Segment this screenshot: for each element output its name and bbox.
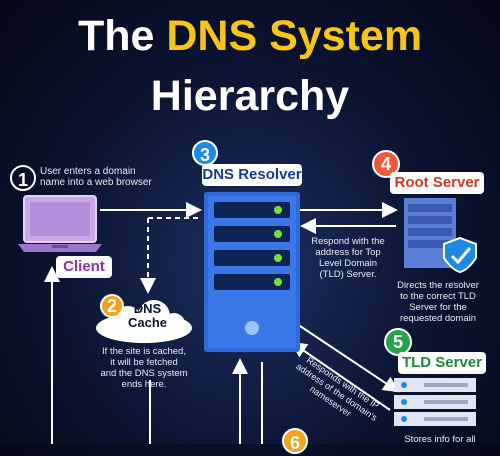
step-2-line-1: If the site is cached, — [102, 346, 186, 357]
diagram-title-line2: Hierarchy — [150, 72, 350, 120]
step-2-line-2: it will be fetched — [110, 357, 178, 368]
tld-server-label: TLD Server — [398, 352, 486, 374]
title-highlight: DNS System — [166, 12, 423, 60]
connector-layer — [44, 202, 400, 411]
dns-resolver-label: DNS Resolver — [202, 164, 302, 186]
step-2-line-3: and the DNS system — [100, 368, 188, 379]
step-2-badge: 2 — [100, 294, 124, 318]
root-server-icon — [404, 198, 477, 274]
step-4-badge: 4 — [372, 150, 400, 178]
step-4-number: 4 — [380, 154, 391, 174]
root-response-text: Respond with the address for Top Level D… — [300, 236, 396, 280]
step-3-badge: 3 — [192, 140, 218, 166]
cloud-shape — [96, 300, 192, 343]
laptop-icon — [18, 195, 102, 252]
title-plain: The — [77, 12, 155, 60]
step-4-line-4: requested domain — [399, 313, 477, 324]
step-2-description: If the site is cached, it will be fetche… — [82, 346, 206, 390]
dns-cache-label-line1: DNS — [133, 301, 162, 316]
step-4-line-3: Server for the — [409, 302, 467, 313]
root-response-line-3: Level Domain — [318, 258, 378, 269]
step-5-number: 5 — [392, 332, 403, 352]
step-1-text-line1: User enters a domain — [40, 166, 136, 177]
tld-server-icon — [394, 378, 476, 426]
client-label: Client — [56, 256, 112, 278]
arrow-resolver-to-tld — [293, 321, 400, 393]
root-response-line-4: (TLD) Server. — [319, 269, 377, 280]
step-1-text-line2: name into a web browser — [40, 177, 152, 188]
step-1-badge: 1 — [10, 165, 36, 191]
step-5-description: Stores info for all — [390, 434, 490, 445]
step-6-number: 6 — [289, 433, 300, 453]
step-4-line-2: to the correct TLD — [400, 291, 476, 302]
dns-cache-label-line2: Cache — [128, 315, 168, 330]
step-1-number: 1 — [17, 170, 28, 190]
step-2-line-4: ends here. — [121, 379, 167, 390]
step-3-number: 3 — [199, 145, 210, 165]
resolver-server-icon — [204, 192, 300, 352]
diagram-title-line1: The DNS System — [0, 10, 500, 62]
root-response-line-2: address for Top — [315, 247, 381, 258]
step-2-number: 2 — [106, 296, 117, 316]
arrow-tld-to-resolver — [290, 341, 391, 411]
root-server-label: Root Server — [390, 172, 484, 194]
step-6-badge: 6 — [282, 428, 308, 454]
step-5-line-1: Stores info for all — [404, 434, 476, 445]
dns-cache-label: DNS Cache — [128, 302, 167, 330]
step-4-line-1: Directs the resolver — [397, 280, 479, 291]
step-4-description: Directs the resolver to the correct TLD … — [384, 280, 492, 324]
step-1-description: User enters a domain name into a web bro… — [40, 166, 180, 188]
root-response-line-1: Respond with the — [311, 236, 385, 247]
